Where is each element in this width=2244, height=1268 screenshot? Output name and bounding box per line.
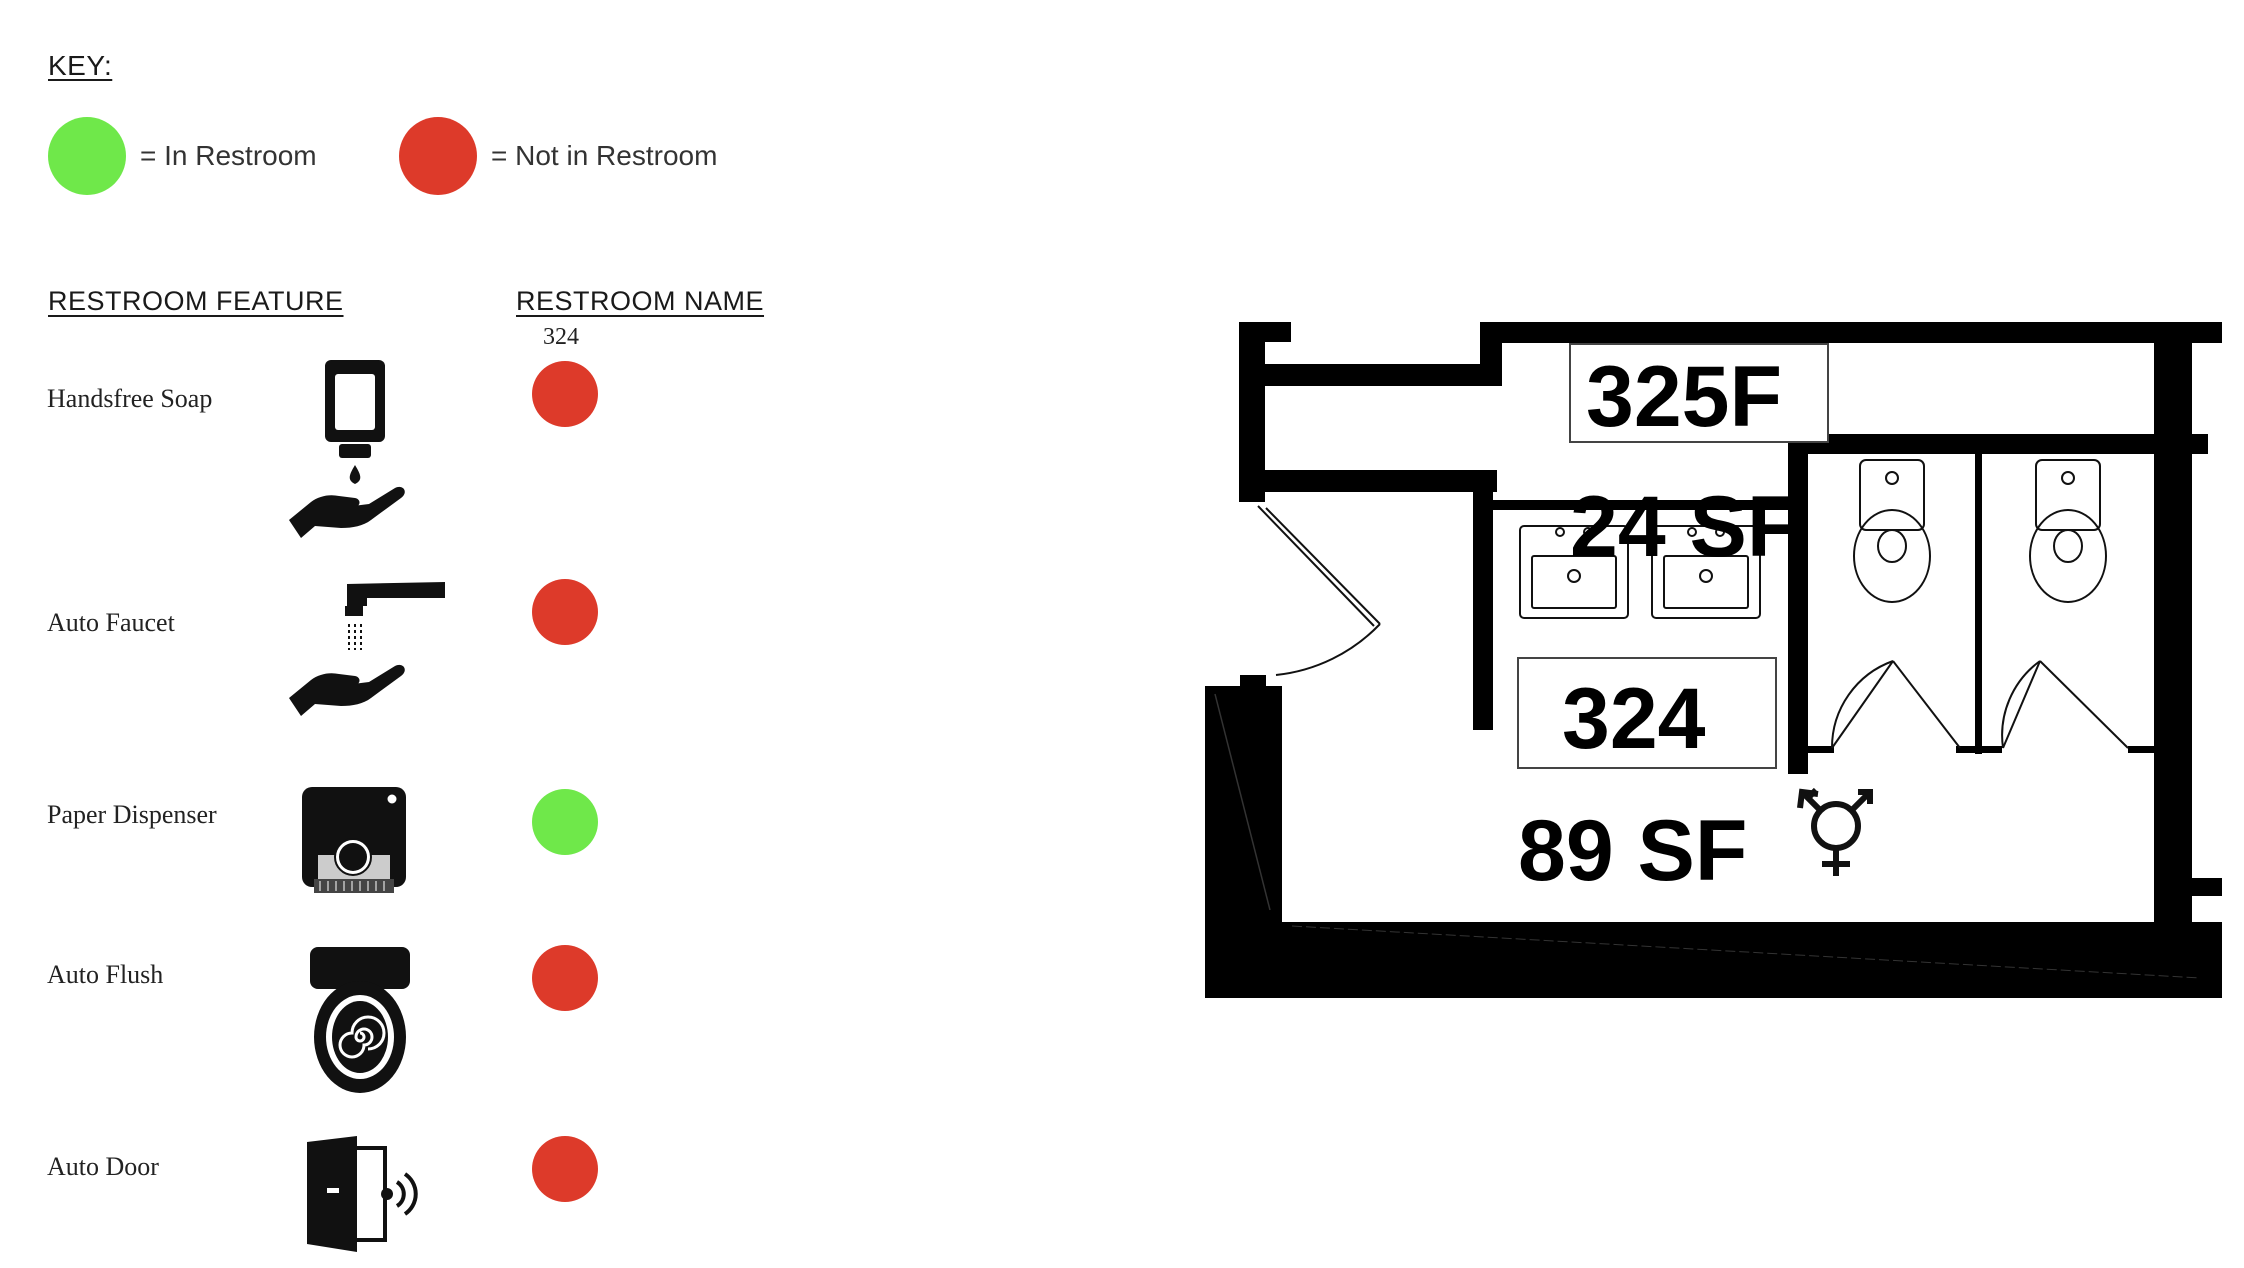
- restroom-name: 324: [543, 324, 579, 350]
- auto-flush-icon: [310, 947, 410, 1093]
- feature-label-auto-faucet: Auto Faucet: [47, 608, 175, 637]
- feature-label-handsfree-soap: Handsfree Soap: [47, 384, 213, 413]
- sink-fixture: [1519, 525, 1761, 619]
- feature-label-auto-door: Auto Door: [47, 1152, 159, 1181]
- toilet-fixture: [1853, 459, 2107, 603]
- name-column-header: RESTROOM NAME: [516, 286, 765, 316]
- room-main-area: 89 SF: [1518, 803, 1747, 899]
- auto-faucet-icon: [289, 582, 445, 716]
- legend-in-label: = In Restroom: [140, 140, 317, 171]
- auto-door-icon: [307, 1136, 418, 1252]
- feature-label-auto-flush: Auto Flush: [47, 960, 164, 989]
- status-dot-auto-faucet: [532, 579, 598, 645]
- all-gender-icon: [1797, 787, 1873, 876]
- handsfree-soap-icon: [289, 360, 405, 538]
- key-title: KEY:: [48, 50, 113, 81]
- legend-in-dot: [48, 117, 126, 195]
- feature-column-header: RESTROOM FEATURE: [48, 286, 344, 316]
- room-upper-number: 325F: [1586, 349, 1782, 445]
- legend-not-in-dot: [399, 117, 477, 195]
- floor-plan-walls: [1205, 322, 2222, 998]
- status-dot-auto-flush: [532, 945, 598, 1011]
- room-main-number: 324: [1562, 671, 1706, 767]
- status-dot-paper-dispenser: [532, 789, 598, 855]
- feature-label-paper-dispenser: Paper Dispenser: [47, 800, 217, 829]
- room-upper-area: 24 SF: [1570, 479, 1799, 575]
- status-dot-auto-door: [532, 1136, 598, 1202]
- status-dot-handsfree-soap: [532, 361, 598, 427]
- paper-dispenser-icon: [302, 787, 406, 893]
- door-swing: [1257, 505, 2129, 749]
- legend-not-in-label: = Not in Restroom: [491, 140, 718, 171]
